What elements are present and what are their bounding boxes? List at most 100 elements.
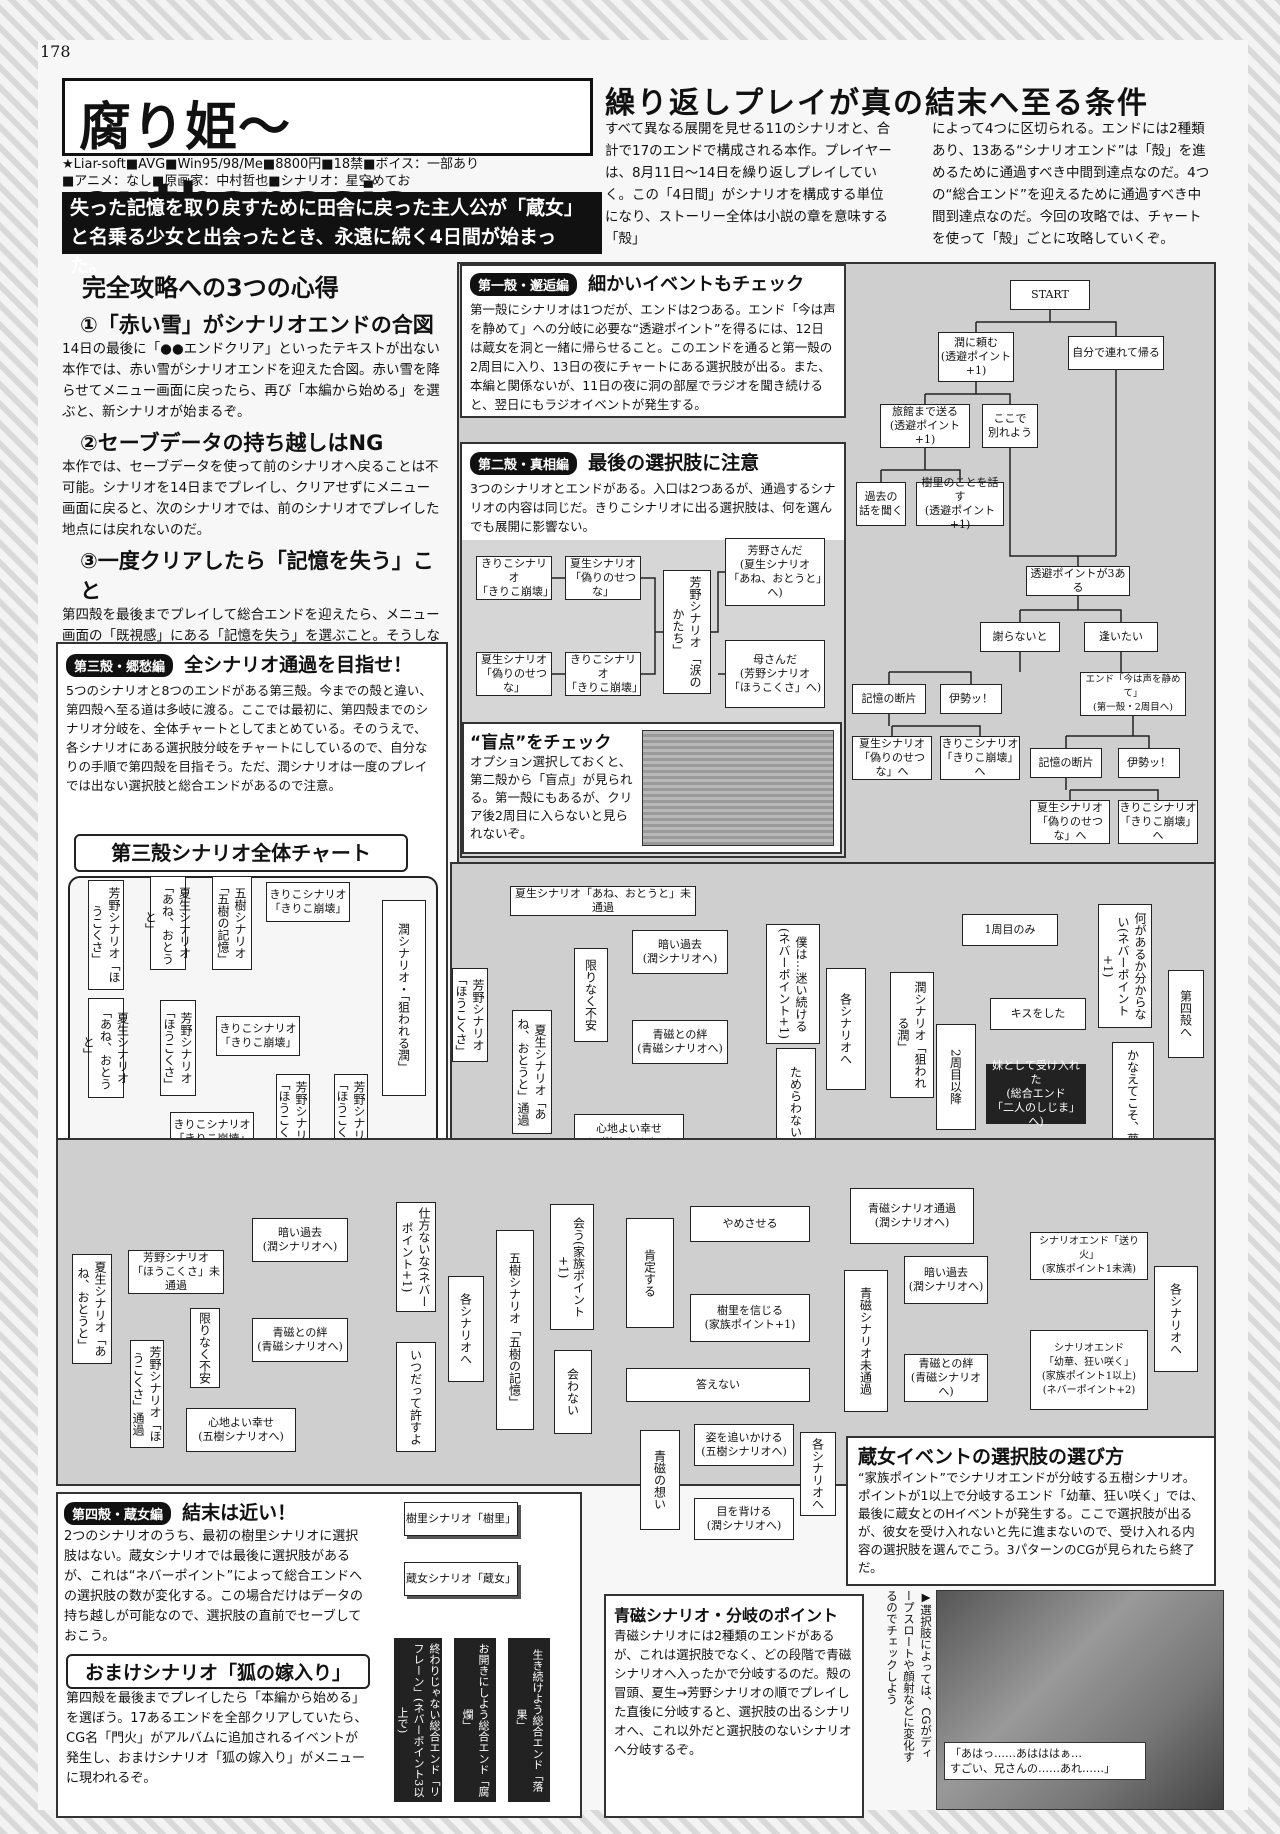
chart4-node: 夏生シナリオ「あね、おとうと」未通過 [510,886,696,916]
blind-spot-body: オプション選択しておくと、第二殻から「盲点」が見られる。第一殻にもあるが、クリア… [470,754,633,841]
chart1-node: 伊勢ッ！ [940,684,1002,714]
shell3-heading: 全シナリオ通過を目指せ！ [184,654,413,676]
chart1-node: エンド「今は声を静めて」 (第一殻・2周目へ) [1080,672,1186,716]
tip-1-title: ①「赤い雪」がシナリオエンドの合図 [80,313,434,337]
chart5-node: いつだって許すよ [396,1342,436,1452]
chart5-node: 青磁シナリオ未通過 [844,1270,888,1412]
chart1-node: 夏生シナリオ 「偽りのせつな」へ [852,736,932,780]
chart5-node: 青磁との絆 (青磁シナリオへ) [904,1354,988,1402]
kuraonna-heading: 蔵女イベントの選択肢の選び方 [858,1446,1125,1468]
shell3-tag: 第三殻・郷愁編 [66,654,174,677]
chart1-node: 透避ポイントが3ある [1026,566,1130,596]
chart4-node: 1周目のみ [962,914,1058,946]
chart3-node: きりこシナリオ 「きりこ崩壊」 [266,882,350,922]
tip-3-title: ③一度クリアしたら「記憶を失う」こと [80,549,434,603]
chart5-node: 樹里を信じる (家族ポイント+1) [690,1294,810,1342]
intro-heading: 繰り返しプレイが真の結末へ至る条件 [605,86,1149,121]
chart1-node: 記憶の断片 [1030,748,1102,778]
tip-2-body: 本作では、セーブデータを使って前のシナリオへ戻ることは不可能。シナリオを14日ま… [62,459,440,538]
chart5-node: 限りなく不安 [190,1308,220,1388]
cg-caption-side: ▶選択肢によっては、CGがディープスロートや顔射などに変化するのでチェックしよう [885,1590,933,1763]
blind-spot-heading: “盲点”をチェック [470,733,612,753]
shell4-heading: 結末は近い！ [182,1502,297,1524]
chart6-node: 姿を追いかける (五樹シナリオへ) [694,1424,794,1466]
chart5-node: 答えない [626,1368,810,1402]
chart6-node: 各シナリオへ [800,1432,836,1516]
game-screenshot-image [642,730,834,846]
chart1-node: 伊勢ッ！ [1118,748,1180,778]
chart7-node: お開きにしよう総合エンド「腐爛」 [454,1638,496,1802]
chart7-node: 樹里シナリオ「樹里」 [404,1502,518,1536]
chart4-node: 僕は…迷い続ける(ネバーポイント+1) [766,924,820,1044]
lead-text: 失った記憶を取り戻すために田舎に戻った主人公が「蔵女」と名乗る少女と出会ったとき… [62,192,602,277]
game-meta: ★Liar-soft■AVG■Win95/98/Me■8800円■18禁■ボイス… [62,156,602,190]
chart1-node: きりこシナリオ 「きりこ崩壊」へ [1118,800,1198,844]
shell4-box: 第四殻・蔵女編 結末は近い！ 2つのシナリオのうち、最初の樹里シナリオに選択肢は… [56,1492,582,1818]
shell2-tag: 第二殻・真相編 [470,452,578,475]
chart2-node: 夏生シナリオ 「偽りのせつな」 [476,652,552,696]
chart5-node: 青磁シナリオ通過 (潤シナリオへ) [850,1188,974,1244]
chart1-node: 旅館まで送る (透避ポイント+1) [880,404,970,448]
tips-heading: 完全攻略への3つの心得 [82,274,339,302]
chart3-node: 潤シナリオ・「狙われる潤」 [382,900,426,1096]
chart5-node: 芳野シナリオ「ほうこくさ」通過 [130,1340,164,1448]
chart5-node: 夏生シナリオ「あね、おとうと」 [72,1254,112,1364]
chart1-node: 潤に頼む (透避ポイント+1) [938,332,1014,382]
chart6-node: 目を背ける (潤シナリオへ) [694,1498,794,1540]
chart1-node: 夏生シナリオ 「偽りのせつな」へ [1030,800,1110,844]
chart5-node: 肯定する [626,1218,674,1328]
shell1-tag: 第一殻・邂逅編 [470,273,578,296]
chart3-node: きりこシナリオ 「きりこ崩壊」 [216,1016,300,1056]
shell2-body: 3つのシナリオとエンドがある。入口は2つあるが、通過するシナリオの内容は同じだ。… [470,481,836,534]
chart1-node: 樹里のことを話す (透避ポイント+1) [916,476,1004,531]
intro-col-1: すべて異なる展開を見せる11のシナリオと、合計で17のエンドで構成される本作。プ… [605,121,892,247]
chart4-node: 青磁との絆 (青磁シナリオへ) [632,1020,728,1064]
chart5-node: 心地よい幸せ (五樹シナリオへ) [186,1408,296,1452]
chart2-node: 芳野シナリオ 「涙のかたち」 [663,570,711,694]
chart5-node: 暗い過去 (潤シナリオへ) [904,1256,988,1304]
bonus-body: 第四殻を最後までプレイしたら「本編から始める」を選ぼう。17あるエンドを全部クリ… [66,1691,368,1786]
chart3-node: 夏生シナリオ「あね、おとうと」 [144,876,192,970]
chart2-node: きりこシナリオ 「きりこ崩壊」 [565,652,643,696]
shell1-box: 第一殻・邂逅編 細かいイベントもチェック 第一殻にシナリオは1つだが、エンドは2… [460,264,846,418]
chart7-node: 生き続けよう総合エンド「落果」 [508,1638,550,1802]
chart7-node: 蔵女シナリオ「蔵女」 [404,1562,518,1596]
chart5-node: シナリオエンド 「幼華、狂い咲く」 (家族ポイント1以上) (ネバーポイント+2… [1030,1330,1148,1410]
chart5-node: 青磁との絆 (青磁シナリオへ) [252,1318,348,1362]
shell1-heading: 細かいイベントもチェック [588,274,805,295]
chart5-node: 芳野シナリオ 「ほうこくさ」未通過 [128,1250,224,1294]
aoi-body: 青磁シナリオには2種類のエンドがあるが、これは選択肢でなく、どの段階で青磁シナリ… [614,1628,852,1757]
chart4-node: 暗い過去 (潤シナリオへ) [632,930,728,974]
kuraonna-box: 蔵女イベントの選択肢の選び方 “家族ポイント”でシナリオエンドが分岐する五樹シナ… [846,1436,1216,1586]
tip-2-title: ②セーブデータの持ち越しはNG [80,431,384,455]
chart5-node: やめさせる [690,1206,810,1242]
shell3-chart-title: 第三殻シナリオ全体チャート [74,834,408,872]
chart4-node: 第四殻へ [1168,970,1204,1058]
chart1-node: 自分で連れて帰る [1068,336,1164,370]
chart5-node: 暗い過去 (潤シナリオへ) [252,1218,348,1262]
chart2-node: 芳野さんだ (夏生シナリオ 「あね、おとうと」へ) [725,538,825,606]
chart1-node: きりこシナリオ 「きりこ崩壊」へ [940,736,1020,780]
chart1-node: ここで 別れよう [982,404,1038,448]
chart2-node: 夏生シナリオ 「偽りのせつな」 [565,556,641,600]
chart4-node: 限りなく不安 [574,948,608,1042]
shell4-tag: 第四殻・蔵女編 [64,1502,172,1525]
chart1-start: START [1010,280,1090,310]
chart2-node: 母さんだ (芳野シナリオ 「ほうこくさ」へ) [725,640,825,708]
tip-1-body: 14日の最後に「●●エンドクリア」といったテキストが出ない本作では、赤い雪がシナ… [62,341,440,420]
meta-line-2: ■アニメ：なし■原画家：中村哲也■シナリオ：星空めてお [62,174,411,189]
chart5-node: 五樹シナリオ「五樹の記憶」 [496,1230,534,1430]
chart5-node: 各シナリオへ [1154,1266,1198,1372]
chart4-node: 何があるか分からない(ネバーポイント+1) [1098,904,1152,1028]
chart1-node: 謝らないと [980,622,1060,652]
chart1-node: 逢いたい [1084,622,1158,652]
blind-spot-box: “盲点”をチェック オプション選択しておくと、第二殻から「盲点」が見られる。第一… [462,722,842,854]
chart3-node: 五樹シナリオ「五樹の記憶」 [212,876,252,970]
chart3-node: 芳野シナリオ「ほうこくさ」 [88,880,124,990]
chart3-node: 夏生シナリオ「あね、おとうと」 [82,998,130,1098]
cg-quote: 「あはっ……あはははぁ… すごい、兄さんの……あれ……」 [944,1742,1146,1780]
chart4-node: 芳野シナリオ「ほうこくさ」 [452,968,488,1062]
shell1-body: 第一殻にシナリオは1つだが、エンドは2つある。エンド「今は声を静めて」への分岐に… [470,302,836,412]
page-number: 178 [40,42,71,61]
chart4-node: 夏生シナリオ「あね、おとうと」通過 [512,1010,552,1134]
